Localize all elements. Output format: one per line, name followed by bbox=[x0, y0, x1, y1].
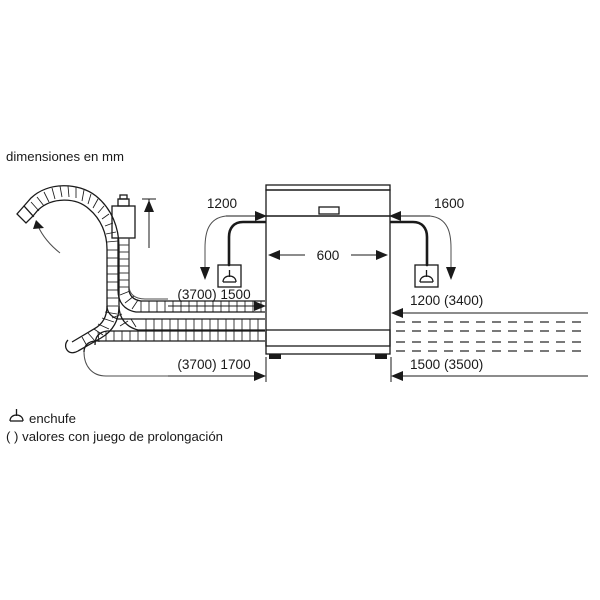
right-lower-run-dimension: 1500 (3500) bbox=[390, 357, 588, 382]
foot-left bbox=[269, 354, 281, 359]
drain-hose-lower-run bbox=[64, 305, 265, 377]
dishwasher-front-view: 600 bbox=[265, 184, 391, 359]
aquastop-valve-icon bbox=[111, 194, 156, 248]
foot-right bbox=[375, 354, 387, 359]
enchufe-icon bbox=[9, 409, 24, 422]
left-socket-height-label: 1200 bbox=[207, 196, 238, 211]
right-lower-run-label: 1500 (3500) bbox=[410, 357, 483, 372]
drain-hose-icon bbox=[16, 185, 120, 352]
dashed-hose-lines bbox=[396, 321, 588, 352]
enchufe-icon bbox=[414, 264, 439, 288]
right-upper-run-dimension: 1200 (3400) bbox=[391, 293, 588, 318]
right-socket-dimension: 1600 bbox=[389, 196, 465, 288]
legend-parenthesis-text: ( ) valores con juego de prolongación bbox=[6, 429, 223, 444]
width-dimension-label: 600 bbox=[317, 248, 340, 263]
left-lower-run-label: (3700) 1700 bbox=[177, 357, 251, 372]
right-upper-run-label: 1200 (3400) bbox=[410, 293, 483, 308]
left-lower-run-dimension: (3700) 1700 bbox=[168, 357, 267, 382]
right-socket-height-label: 1600 bbox=[434, 196, 465, 211]
page-title-note: dimensiones en mm bbox=[6, 149, 124, 164]
left-socket-dimension: 1200 bbox=[200, 196, 267, 288]
handle-detail bbox=[318, 206, 340, 215]
legend-socket-text: enchufe bbox=[29, 411, 76, 426]
legend: enchufe ( ) valores con juego de prolong… bbox=[6, 409, 223, 444]
left-upper-run-dimension: (3700) 1500 bbox=[168, 287, 266, 311]
left-upper-run-label: (3700) 1500 bbox=[177, 287, 251, 302]
enchufe-icon bbox=[217, 264, 242, 288]
